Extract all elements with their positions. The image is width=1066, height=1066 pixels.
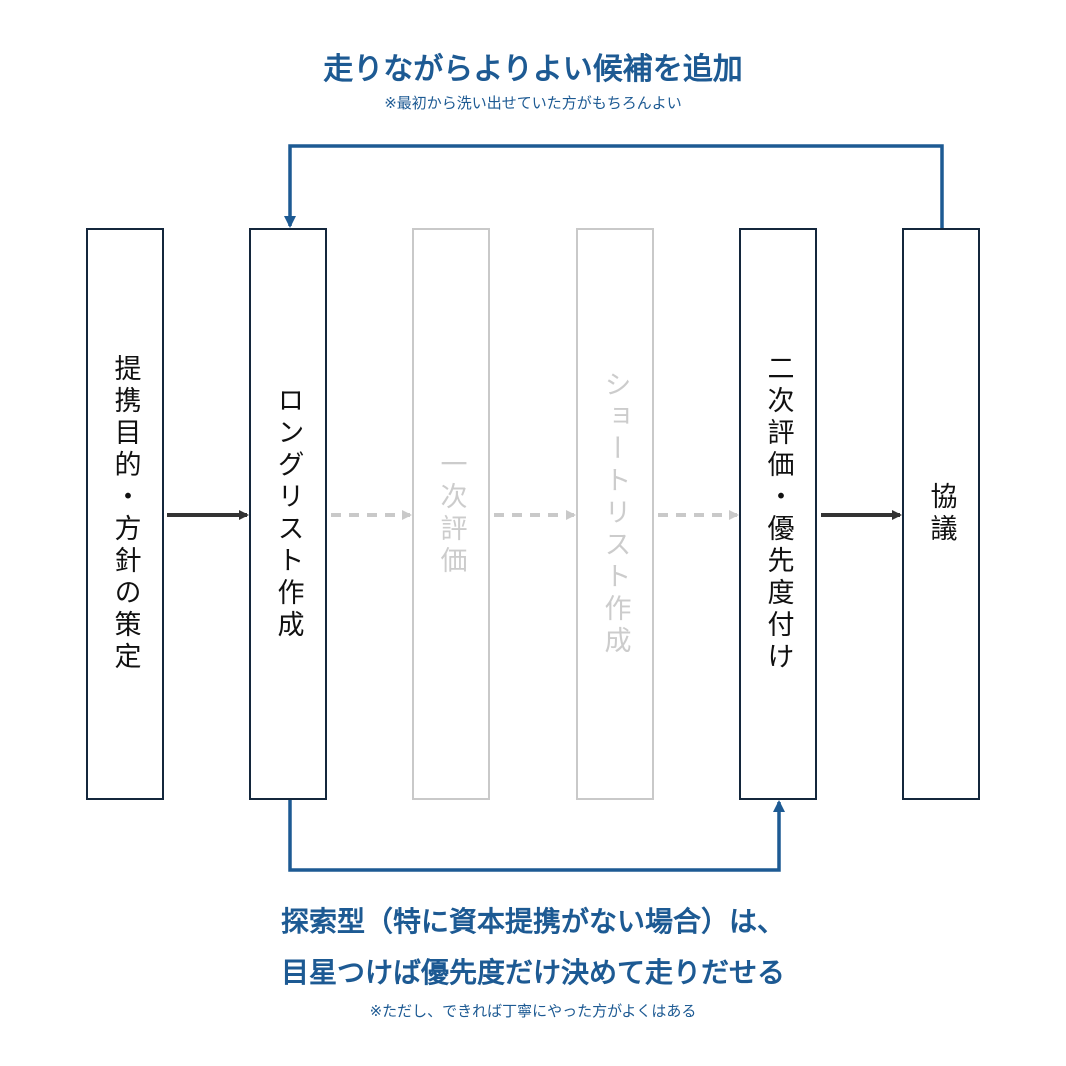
shortcut-title-line2: 目星つけば優先度だけ決めて走りだせる bbox=[280, 956, 785, 989]
step-label-longlist: ロングリスト作成 bbox=[272, 386, 304, 642]
step-label-first-evaluation: 一次評価 bbox=[435, 450, 467, 578]
step-box-longlist: ロングリスト作成 bbox=[249, 228, 327, 800]
step-box-first-evaluation: 一次評価 bbox=[412, 228, 490, 800]
step-box-shortlist: ショートリスト作成 bbox=[576, 228, 654, 800]
feedback-loop-arrow bbox=[284, 144, 944, 228]
feedback-loop-title: 走りながらよりよい候補を追加 bbox=[323, 52, 743, 87]
shortcut-arrow bbox=[288, 800, 785, 872]
shortcut-note: ※ただし、できれば丁寧にやった方がよくはある bbox=[369, 1002, 697, 1020]
step-label-negotiation: 協議 bbox=[925, 482, 957, 546]
step-label-shortlist: ショートリスト作成 bbox=[599, 370, 631, 658]
shortcut-title-line1: 探索型（特に資本提携がない場合）は、 bbox=[280, 905, 785, 938]
step-box-purpose: 提携目的・方針の策定 bbox=[86, 228, 164, 800]
step-box-negotiation: 協議 bbox=[902, 228, 980, 800]
step-box-second-evaluation: 二次評価・優先度付け bbox=[739, 228, 817, 800]
step-label-purpose: 提携目的・方針の策定 bbox=[109, 354, 141, 674]
feedback-loop-note: ※最初から洗い出せていた方がもちろんよい bbox=[384, 94, 682, 112]
step-label-second-evaluation: 二次評価・優先度付け bbox=[762, 354, 794, 674]
